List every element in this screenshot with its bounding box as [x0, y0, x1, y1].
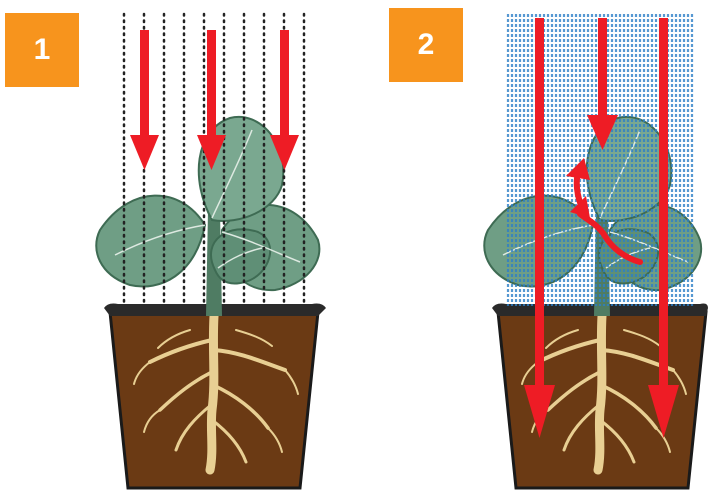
step-number-1: 1	[34, 33, 51, 67]
pot-1	[104, 304, 326, 489]
panel-1	[96, 14, 326, 488]
step-badge-2: 2	[389, 8, 463, 82]
panel-2	[484, 14, 708, 488]
leaf-left-1	[96, 196, 205, 287]
arrow-down-1a	[130, 30, 159, 170]
step-badge-1: 1	[5, 13, 79, 87]
step-number-2: 2	[418, 28, 435, 62]
